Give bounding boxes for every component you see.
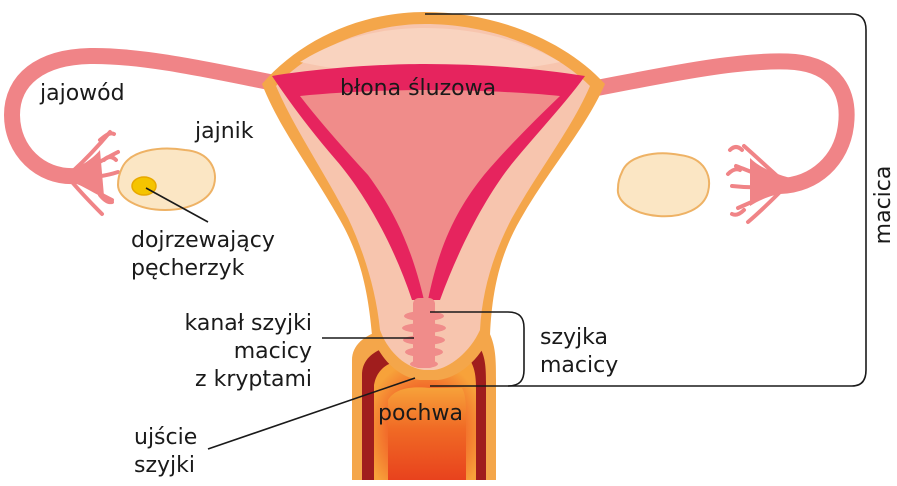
label-ovary: jajnik xyxy=(194,119,254,144)
label-canal-3: z kryptami xyxy=(195,367,312,392)
label-mucosa: błona śluzowa xyxy=(340,76,496,101)
label-canal-2: macicy xyxy=(234,339,312,364)
label-cervix-1: szyjka xyxy=(540,325,608,350)
label-os-1: ujście xyxy=(134,425,197,450)
label-uterus: macica xyxy=(871,166,896,245)
label-os-2: szyjki xyxy=(134,453,195,478)
left-ovary xyxy=(118,149,215,210)
label-vagina: pochwa xyxy=(378,401,463,426)
label-cervix-2: macicy xyxy=(540,353,618,378)
right-ovary xyxy=(618,153,709,216)
label-oviduct: jajowód xyxy=(39,81,125,106)
label-follicle-1: dojrzewający xyxy=(131,228,275,253)
label-follicle-2: pęcherzyk xyxy=(131,256,245,281)
label-canal-1: kanał szyjki xyxy=(185,311,313,336)
